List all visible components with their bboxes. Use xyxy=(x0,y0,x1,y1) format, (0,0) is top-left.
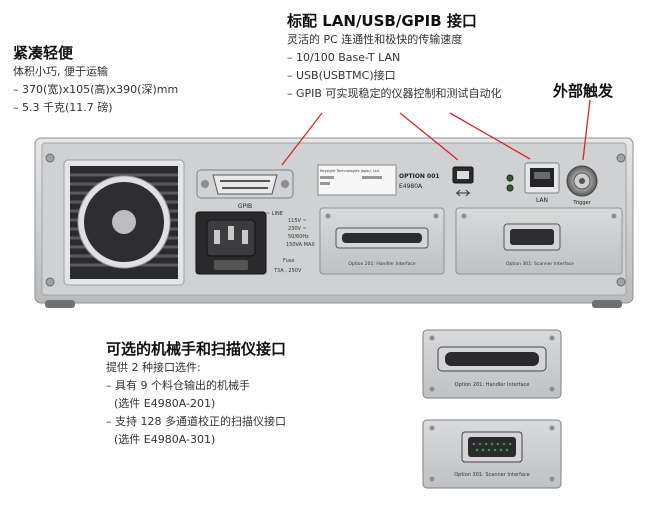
interfaces-line-1: 灵活的 PC 连通性和极快的传输速度 xyxy=(287,33,463,46)
compact-line-1: 体积小巧, 便于运输 xyxy=(13,65,108,78)
fuse-label: Fuse xyxy=(283,258,294,264)
power-inlet[interactable]: ~ LINE 115V ~ 230V ~ 50/60Hz 150VA MAX F… xyxy=(195,211,315,275)
cooling-fan xyxy=(63,159,185,286)
handler-interface-label: Option 201: Handler Interface xyxy=(348,261,416,267)
options-line-2: – 具有 9 个料仓输出的机械手 xyxy=(106,379,250,392)
interfaces-title: 标配 LAN/USB/GPIB 接口 xyxy=(287,12,477,30)
interfaces-line-4: – GPIB 可实现稳定的仪器控制和测试自动化 xyxy=(287,87,502,100)
status-leds xyxy=(506,174,514,192)
power-rating-2: 230V ~ xyxy=(288,226,307,232)
options-line-5: (选件 E4980A-301) xyxy=(114,433,216,446)
compact-title: 紧凑轻便 xyxy=(13,44,74,62)
handler-interface-card: Option 201: Handler Interface xyxy=(422,329,562,399)
trigger-title: 外部触发 xyxy=(553,82,614,100)
handler-interface-slot: Option 201: Handler Interface xyxy=(319,207,445,275)
usb-symbol-icon xyxy=(456,189,470,197)
company-text: Keysight Technologies Japan, Ltd. xyxy=(320,169,380,173)
scanner-card-label: Option 301: Scanner Interface xyxy=(454,472,530,478)
gpib-label: GPIB xyxy=(238,203,252,210)
interfaces-line-2: – 10/100 Base-T LAN xyxy=(287,51,401,64)
interfaces-line-3: – USB(USBTMC)接口 xyxy=(287,69,396,82)
option-label: OPTION 001 xyxy=(399,173,440,180)
power-rating-3: 50/60Hz xyxy=(288,234,309,240)
gpib-connector[interactable]: GPIB xyxy=(196,169,294,210)
lan-label: LAN xyxy=(536,197,548,204)
power-rating-1: 115V ~ xyxy=(288,218,307,224)
compact-line-3: – 5.3 千克(11.7 磅) xyxy=(13,101,113,114)
power-rating-4: 150VA MAX xyxy=(286,242,315,248)
scanner-interface-slot: Option 301: Scanner Interface xyxy=(455,207,623,275)
options-line-1: 提供 2 种接口选件: xyxy=(106,361,201,374)
compact-line-2: – 370(宽)x105(高)x390(深)mm xyxy=(13,83,179,96)
model-text: E4980A xyxy=(399,183,423,190)
line-label: ~ LINE xyxy=(266,211,283,217)
trigger-label: Trigger xyxy=(572,200,591,206)
usb-port[interactable] xyxy=(452,166,474,197)
options-line-3: (选件 E4980A-201) xyxy=(114,397,216,410)
model-label: Keysight Technologies Japan, Ltd. OPTION… xyxy=(317,164,440,196)
trigger-bnc-connector[interactable]: Trigger xyxy=(566,165,598,206)
handler-card-label: Option 201: Handler Interface xyxy=(455,382,530,388)
annotation-lines xyxy=(281,99,591,166)
lan-port[interactable]: LAN xyxy=(524,162,560,204)
options-line-4: – 支持 128 多通道校正的扫描仪接口 xyxy=(106,415,286,428)
options-title: 可选的机械手和扫描仪接口 xyxy=(106,340,287,358)
scanner-interface-label: Option 301: Scanner Interface xyxy=(506,261,574,267)
scanner-interface-card: Option 301: Scanner Interface xyxy=(422,419,562,489)
fuse-rating: T3A , 250V xyxy=(273,268,302,274)
